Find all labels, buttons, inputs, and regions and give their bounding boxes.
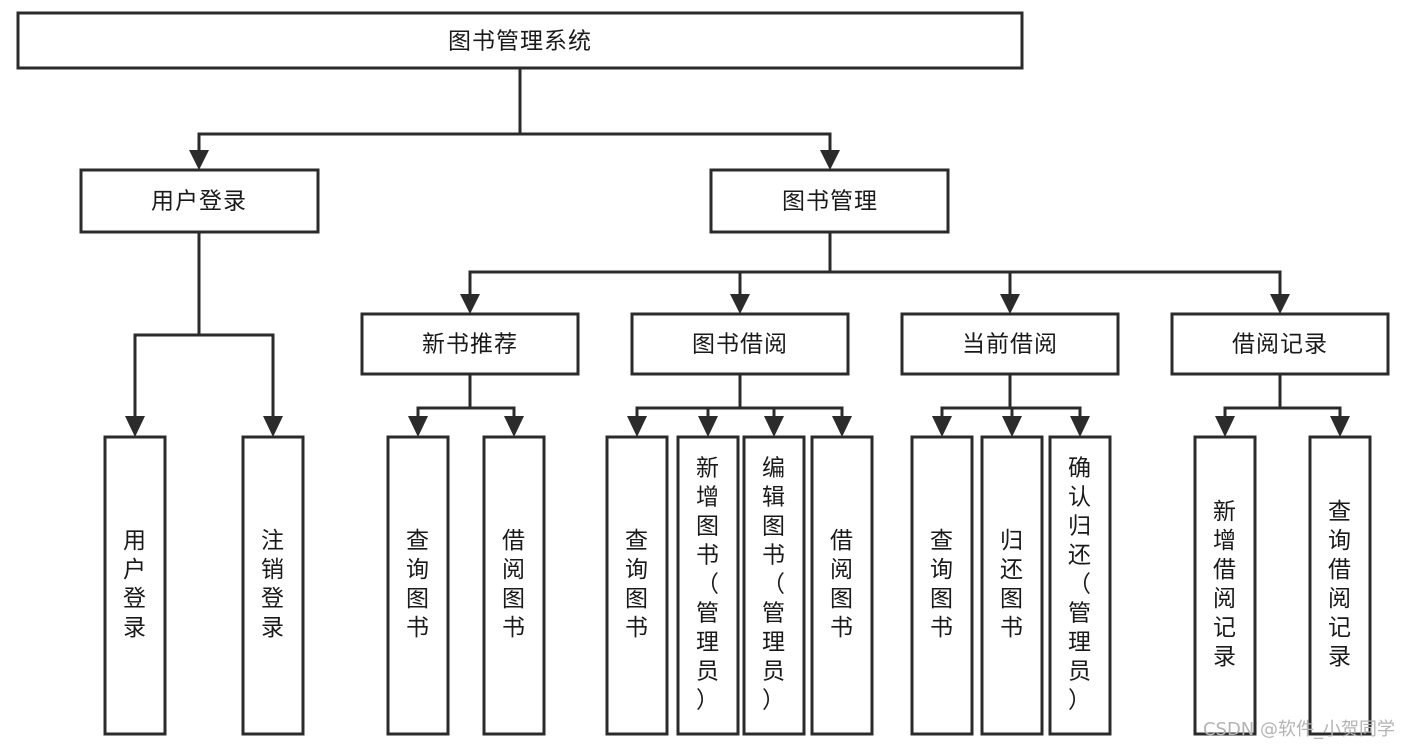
node-leaf-query-record[interactable]: 查询借阅记录 bbox=[1308, 435, 1372, 736]
node-new-book-recommend-label: 新书推荐 bbox=[422, 332, 518, 358]
node-leaf-add-record-box[interactable] bbox=[1193, 435, 1257, 736]
node-root-box[interactable] bbox=[16, 11, 1024, 70]
node-current-borrow-box[interactable] bbox=[900, 312, 1120, 376]
node-leaf-edit-book-label: 编辑图书（管理员） bbox=[762, 456, 786, 714]
node-root-label: 图书管理系统 bbox=[448, 29, 592, 55]
node-leaf-borrow-book-2[interactable]: 借阅图书 bbox=[810, 435, 874, 736]
node-leaf-return-book[interactable]: 归还图书 bbox=[980, 435, 1044, 736]
node-leaf-add-book-label: 新增图书（管理员） bbox=[696, 456, 720, 714]
node-leaf-query-book-1[interactable]: 查询图书 bbox=[386, 435, 450, 736]
node-leaf-query-book-2-box[interactable] bbox=[605, 435, 669, 736]
node-leaf-query-book-3-box[interactable] bbox=[910, 435, 974, 736]
node-leaf-borrow-book-2-label: 借阅图书 bbox=[830, 528, 854, 641]
node-leaf-borrow-book-1-label: 借阅图书 bbox=[502, 528, 526, 641]
arrowhead-current-borrow bbox=[1000, 294, 1020, 314]
node-leaf-logout-login-box[interactable] bbox=[241, 435, 305, 736]
node-user-login-label: 用户登录 bbox=[151, 189, 247, 215]
node-leaf-add-record-label: 新增借阅记录 bbox=[1213, 499, 1237, 670]
arrowhead-leaf-logout-login bbox=[263, 416, 283, 437]
arrowhead-borrow-record bbox=[1270, 294, 1290, 314]
node-leaf-edit-book[interactable]: 编辑图书（管理员） bbox=[742, 435, 806, 736]
node-user-login-box[interactable] bbox=[79, 168, 320, 234]
node-current-borrow-label: 当前借阅 bbox=[962, 332, 1058, 358]
node-leaf-query-book-3[interactable]: 查询图书 bbox=[910, 435, 974, 736]
node-leaf-return-book-label: 归还图书 bbox=[1000, 528, 1024, 641]
node-leaf-logout-login[interactable]: 注销登录 bbox=[241, 435, 305, 736]
node-current-borrow[interactable]: 当前借阅 bbox=[900, 312, 1120, 376]
node-new-book-recommend-box[interactable] bbox=[360, 312, 580, 376]
arrowhead-leaf-add-record bbox=[1215, 416, 1235, 437]
arrowhead-leaf-return-book bbox=[1002, 416, 1022, 437]
node-book-borrow-box[interactable] bbox=[630, 312, 850, 376]
arrowhead-leaf-confirm-return bbox=[1070, 416, 1090, 437]
node-leaf-query-book-1-box[interactable] bbox=[386, 435, 450, 736]
node-leaf-user-login-label: 用户登录 bbox=[123, 528, 147, 641]
node-leaf-logout-login-label: 注销登录 bbox=[261, 528, 285, 641]
node-book-management-box[interactable] bbox=[709, 168, 950, 234]
node-leaf-user-login-box[interactable] bbox=[103, 435, 167, 736]
arrowhead-book-management bbox=[820, 150, 840, 170]
node-borrow-record-box[interactable] bbox=[1170, 312, 1390, 376]
edges-layer bbox=[125, 66, 1350, 437]
arrowhead-leaf-query-book-1 bbox=[408, 416, 428, 437]
node-leaf-borrow-book-2-box[interactable] bbox=[810, 435, 874, 736]
arrowhead-leaf-borrow-book-2 bbox=[832, 416, 852, 437]
arrowhead-new-book-recommend bbox=[460, 294, 480, 314]
arrowhead-leaf-borrow-book-1 bbox=[504, 416, 524, 437]
node-borrow-record-label: 借阅记录 bbox=[1232, 332, 1328, 358]
node-leaf-query-book-3-label: 查询图书 bbox=[930, 528, 954, 641]
node-new-book-recommend[interactable]: 新书推荐 bbox=[360, 312, 580, 376]
node-book-management-label: 图书管理 bbox=[782, 189, 878, 215]
node-root[interactable]: 图书管理系统 bbox=[16, 11, 1024, 70]
node-leaf-confirm-return-label: 确认归还（管理员） bbox=[1068, 456, 1092, 714]
arrowhead-leaf-query-book-3 bbox=[932, 416, 952, 437]
node-book-borrow-label: 图书借阅 bbox=[692, 332, 788, 358]
node-user-login[interactable]: 用户登录 bbox=[79, 168, 320, 234]
arrowhead-book-borrow bbox=[730, 294, 750, 314]
node-book-management[interactable]: 图书管理 bbox=[709, 168, 950, 234]
node-leaf-user-login[interactable]: 用户登录 bbox=[103, 435, 167, 736]
node-borrow-record[interactable]: 借阅记录 bbox=[1170, 312, 1390, 376]
node-leaf-query-record-label: 查询借阅记录 bbox=[1328, 499, 1352, 670]
node-leaf-query-book-1-label: 查询图书 bbox=[406, 528, 430, 641]
node-leaf-edit-book-box[interactable] bbox=[742, 435, 806, 736]
node-leaf-confirm-return[interactable]: 确认归还（管理员） bbox=[1048, 435, 1112, 736]
arrowhead-leaf-query-record bbox=[1330, 416, 1350, 437]
node-leaf-confirm-return-box[interactable] bbox=[1048, 435, 1112, 736]
node-leaf-return-book-box[interactable] bbox=[980, 435, 1044, 736]
node-leaf-add-book[interactable]: 新增图书（管理员） bbox=[676, 435, 740, 736]
node-leaf-query-book-2-label: 查询图书 bbox=[625, 528, 649, 641]
node-leaf-query-book-2[interactable]: 查询图书 bbox=[605, 435, 669, 736]
node-leaf-borrow-book-1-box[interactable] bbox=[482, 435, 546, 736]
node-leaf-query-record-box[interactable] bbox=[1308, 435, 1372, 736]
arrowhead-leaf-edit-book bbox=[764, 416, 784, 437]
arrowhead-leaf-add-book bbox=[698, 416, 718, 437]
node-leaf-add-record[interactable]: 新增借阅记录 bbox=[1193, 435, 1257, 736]
node-leaf-borrow-book-1[interactable]: 借阅图书 bbox=[482, 435, 546, 736]
arrowhead-leaf-query-book-2 bbox=[627, 416, 647, 437]
arrowhead-user-login bbox=[189, 150, 209, 170]
arrowhead-leaf-user-login bbox=[125, 416, 145, 437]
node-book-borrow[interactable]: 图书借阅 bbox=[630, 312, 850, 376]
node-leaf-add-book-box[interactable] bbox=[676, 435, 740, 736]
